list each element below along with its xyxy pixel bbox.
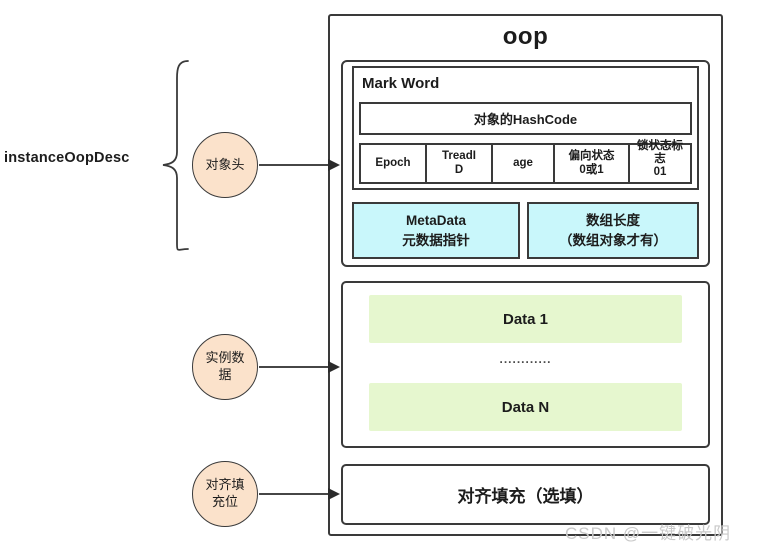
bits-cell-lock-flag: 锁状态标 志 01 [630, 140, 690, 182]
bits-cell-biased-state: 偏向状态 0或1 [555, 145, 630, 182]
array-length-line-2: （数组对象才有） [559, 232, 667, 248]
bits-cell-epoch: Epoch [361, 145, 427, 182]
circle-instance-data-line-1: 实例数 [205, 350, 245, 366]
mark-word-bits-row: Epoch TreadI D age 偏向状态 0或1 锁状态标 志 01 [359, 140, 692, 184]
hashcode-cell: 对象的HashCode [359, 102, 692, 135]
circle-padding: 对齐填 充位 [192, 461, 258, 527]
mark-word-label: Mark Word [362, 74, 440, 92]
circle-instance-data: 实例数 据 [192, 334, 258, 400]
circle-padding-line-2: 充位 [211, 494, 238, 509]
bits-cell-age: age [493, 145, 555, 182]
metadata-pointer-box: MetaData 元数据指针 [352, 202, 520, 259]
circle-instance-data-line-2: 据 [218, 367, 232, 382]
watermark: CSDN @一键破光阴 [565, 523, 732, 543]
data-ellipsis: ............ [499, 352, 552, 366]
bits-cell-threadid: TreadI D [427, 145, 493, 182]
grouping-brace-icon [162, 60, 189, 251]
padding-section: 对齐填充（选填） [341, 464, 710, 525]
instance-oop-desc-label: instanceOopDesc [4, 150, 130, 166]
circle-object-header: 对象头 [192, 132, 258, 198]
metadata-line-1: MetaData [405, 212, 467, 228]
array-length-line-1: 数组长度 [586, 212, 640, 228]
array-length-box: 数组长度 （数组对象才有） [527, 202, 699, 259]
data-box-last: Data N [369, 383, 682, 431]
circle-object-header-line-1: 对象头 [205, 156, 245, 172]
data-box-first: Data 1 [369, 295, 682, 343]
oop-title: oop [502, 23, 549, 50]
bits-cell-lock-flag-text: 锁状态标 志 01 [637, 140, 683, 178]
circle-padding-line-1: 对齐填 [205, 477, 245, 493]
metadata-line-2: 元数据指针 [402, 232, 470, 248]
